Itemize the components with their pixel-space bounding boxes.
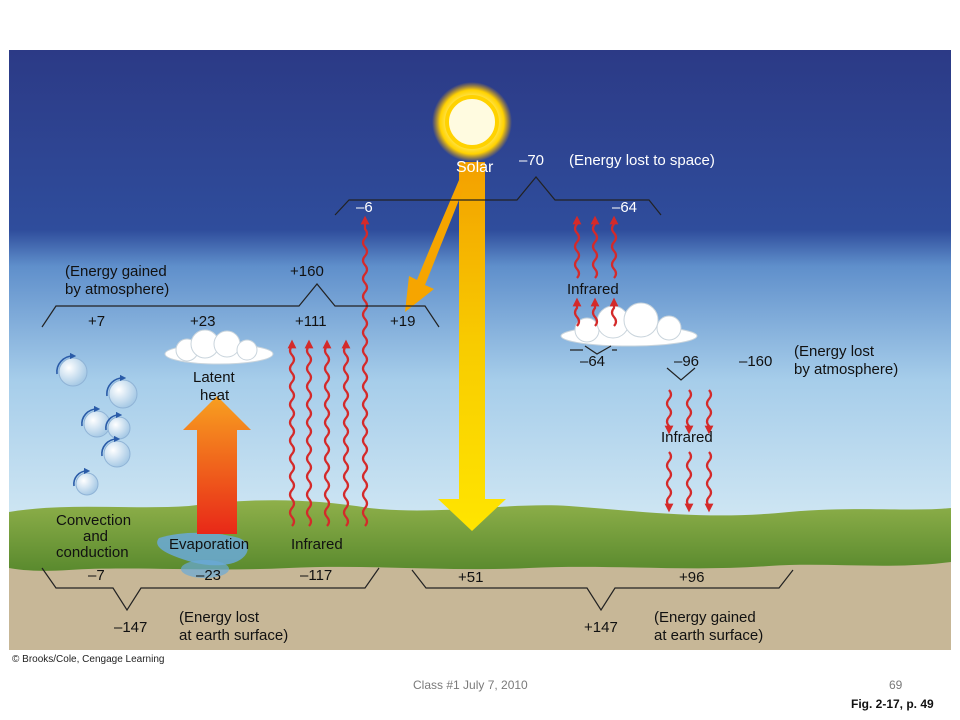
convection-swirl-icon bbox=[106, 374, 127, 397]
convection-bubble-icon bbox=[107, 416, 131, 440]
infrared-up-arrow bbox=[287, 339, 297, 527]
convection-bubble-icon bbox=[108, 379, 138, 409]
convection-bubble-icon bbox=[103, 440, 131, 468]
label-infrared-down: Infrared bbox=[661, 429, 713, 446]
figure-reference: Fig. 2-17, p. 49 bbox=[851, 697, 934, 711]
label-surf-loss-caption-2: at earth surface) bbox=[179, 627, 288, 644]
label-space-total: –70 bbox=[519, 152, 544, 169]
infrared-down-arrow bbox=[704, 451, 714, 513]
label-surf-gain-caption-1: (Energy gained bbox=[654, 609, 756, 626]
infrared-down-arrow bbox=[684, 451, 694, 513]
label-convection-2: and bbox=[83, 528, 108, 545]
latent-heat-arrow bbox=[183, 396, 251, 534]
label-atm-loss-caption-2: by atmosphere) bbox=[794, 361, 898, 378]
slide-page-number: 69 bbox=[889, 678, 903, 692]
infrared-down-arrow bbox=[704, 389, 714, 435]
brackets bbox=[41, 176, 794, 612]
infrared-down-arrow bbox=[664, 389, 674, 435]
label-atm-loss-caption-1: (Energy lost bbox=[794, 343, 875, 360]
convection-bubble-icon bbox=[58, 357, 88, 387]
label-space-caption: (Energy lost to space) bbox=[569, 152, 715, 169]
label-space-left: –6 bbox=[356, 199, 373, 216]
label-atm-loss-total: –160 bbox=[739, 353, 772, 370]
label-surf-loss-convection: –7 bbox=[88, 567, 105, 584]
label-atm-gain-caption-2: by atmosphere) bbox=[65, 281, 169, 298]
label-gain-convection: +7 bbox=[88, 313, 105, 330]
label-gain-solar: +19 bbox=[390, 313, 415, 330]
label-surf-gain-total: +147 bbox=[584, 619, 618, 636]
infrared-space-arrow bbox=[609, 215, 619, 279]
label-convection-3: conduction bbox=[56, 544, 129, 561]
energy-balance-diagram: Solar –70 (Energy lost to space) –6 –64 … bbox=[9, 50, 951, 650]
label-atm-gain-caption-1: (Energy gained bbox=[65, 263, 167, 280]
sun-icon bbox=[432, 82, 512, 162]
infrared-down-arrow bbox=[684, 389, 694, 435]
infrared-cloud-arrow bbox=[609, 297, 619, 327]
label-space-right: –64 bbox=[612, 199, 637, 216]
label-atm-gain-total: +160 bbox=[290, 263, 324, 280]
label-surf-gain-caption-2: at earth surface) bbox=[654, 627, 763, 644]
label-latent-2: heat bbox=[200, 387, 230, 404]
label-gain-infrared: +111 bbox=[295, 313, 327, 330]
label-solar: Solar bbox=[456, 159, 494, 176]
infrared-up-arrow bbox=[322, 339, 332, 527]
label-surf-gain-infrared: +96 bbox=[679, 569, 704, 586]
infrared-cloud-arrow bbox=[590, 297, 600, 327]
label-gain-latent: +23 bbox=[190, 313, 215, 330]
label-surf-loss-evap: –23 bbox=[196, 567, 221, 584]
label-evaporation: Evaporation bbox=[169, 536, 249, 553]
diagram-labels: Solar –70 (Energy lost to space) –6 –64 … bbox=[56, 152, 898, 644]
infrared-space-arrow bbox=[360, 215, 370, 527]
label-surf-gain-solar: +51 bbox=[458, 569, 483, 586]
convection-bubble-icon bbox=[75, 472, 99, 496]
label-surf-loss-caption-1: (Energy lost bbox=[179, 609, 260, 626]
convection-swirl-icon bbox=[101, 435, 121, 457]
convection-swirl-icon bbox=[56, 352, 77, 375]
convection-bubbles bbox=[56, 352, 138, 496]
convection-swirl-icon bbox=[73, 467, 91, 487]
label-infrared-top: Infrared bbox=[567, 281, 619, 298]
label-convection-1: Convection bbox=[56, 512, 131, 529]
cloud-icon-upper bbox=[560, 302, 698, 347]
infrared-cloud-arrow bbox=[572, 297, 582, 327]
infrared-space-arrow bbox=[590, 215, 600, 279]
label-surf-loss-infrared: –117 bbox=[300, 567, 332, 584]
infrared-up-arrow bbox=[304, 339, 314, 527]
infrared-space-arrow bbox=[572, 215, 582, 279]
convection-swirl-icon bbox=[105, 411, 123, 431]
ground bbox=[9, 500, 951, 650]
label-atm-loss-left: –64 bbox=[580, 353, 605, 370]
infrared-down-arrow bbox=[664, 451, 674, 513]
infrared-arrows bbox=[287, 215, 714, 527]
copyright-text: © Brooks/Cole, Cengage Learning bbox=[12, 654, 165, 665]
label-surf-loss-total: –147 bbox=[114, 619, 147, 636]
infrared-up-arrow bbox=[341, 339, 351, 527]
slide-class-info: Class #1 July 7, 2010 bbox=[413, 678, 528, 692]
convection-swirl-icon bbox=[81, 405, 101, 427]
label-latent-1: Latent bbox=[193, 369, 236, 386]
label-infrared-up: Infrared bbox=[291, 536, 343, 553]
cloud-icon-latent bbox=[164, 329, 274, 365]
label-atm-loss-right: –96 bbox=[674, 353, 699, 370]
solar-beam-arrow bbox=[405, 162, 506, 531]
